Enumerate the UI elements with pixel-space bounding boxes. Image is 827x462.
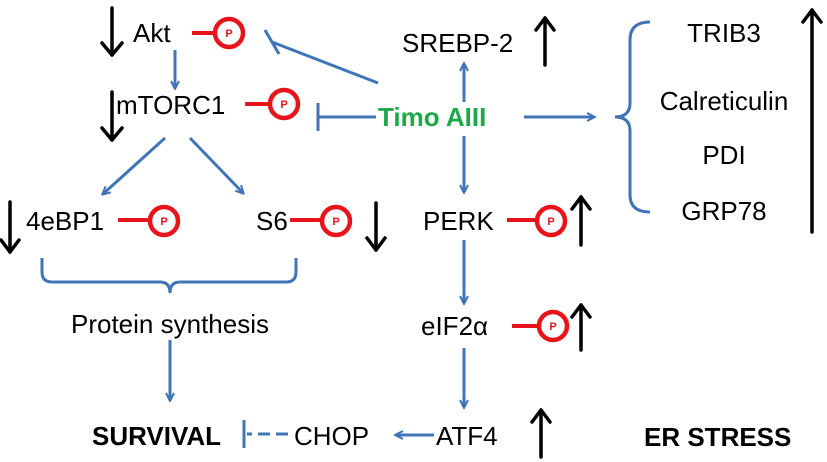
phospho-eif2a: P (512, 309, 570, 343)
node-er-stress: ER STRESS (644, 422, 791, 452)
phospho-icon (147, 204, 181, 238)
connectors (40, 20, 651, 448)
phospho-perk: P (507, 204, 568, 238)
phospho-akt: P (192, 16, 246, 50)
node-perk: PERK (423, 206, 494, 236)
node-mtorc1: mTORC1 (116, 90, 225, 120)
node-labels: Akt mTORC1 4eBP1 S6 Protein synthesis SU… (26, 18, 791, 452)
down-arrow-akt (100, 6, 124, 57)
inhibit-timo-akt-bar (263, 29, 281, 55)
up-arrow-eif2a (570, 303, 592, 352)
up-arrow-er-stress (801, 8, 823, 234)
er-protein-item: Calreticulin (660, 86, 789, 116)
node-akt: Akt (133, 18, 171, 48)
node-srebp2: SREBP-2 (402, 28, 513, 58)
phospho-icon (267, 87, 301, 121)
phospho-markers: P P P P P P (118, 16, 570, 343)
phospho-icon (536, 309, 570, 343)
up-arrow-srebp2 (534, 16, 556, 67)
phospho-mtorc1: P (245, 87, 301, 121)
regulation-arrows (0, 6, 823, 459)
down-arrow-mtorc1 (100, 90, 124, 142)
phospho-label: P (332, 216, 339, 228)
node-eif2a: eIF2α (421, 311, 488, 341)
arrow-mtorc1-s6 (188, 136, 243, 193)
phospho-icon (212, 16, 246, 50)
node-atf4: ATF4 (436, 421, 498, 451)
node-s6: S6 (256, 206, 288, 236)
node-survival: SURVIVAL (92, 421, 221, 451)
phospho-label: P (280, 99, 287, 111)
er-protein-list: TRIB3 Calreticulin PDI GRP78 (660, 18, 789, 226)
brace-er-proteins (614, 20, 651, 214)
er-protein-item: GRP78 (681, 196, 766, 226)
node-timo-aiii: Timo AIII (378, 102, 486, 132)
node-protein-synthesis: Protein synthesis (71, 309, 269, 339)
down-arrow-s6 (365, 201, 387, 252)
phospho-4ebp1: P (118, 204, 181, 238)
node-4ebp1: 4eBP1 (26, 206, 104, 236)
phospho-label: P (549, 321, 556, 333)
arrow-mtorc1-4ebp1 (103, 136, 167, 194)
phospho-icon (319, 204, 353, 238)
down-arrow-4ebp1 (0, 200, 21, 254)
phospho-s6: P (290, 204, 353, 238)
er-protein-item: TRIB3 (687, 18, 761, 48)
up-arrow-atf4 (530, 408, 552, 459)
phospho-label: P (547, 216, 554, 228)
phospho-label: P (160, 216, 167, 228)
inhibit-timo-akt (271, 40, 379, 85)
node-chop: CHOP (294, 421, 369, 451)
phospho-icon (534, 204, 568, 238)
bracket-protein-synthesis (40, 258, 298, 294)
er-protein-item: PDI (702, 140, 745, 170)
up-arrow-perk (570, 195, 592, 247)
phospho-label: P (225, 28, 232, 40)
